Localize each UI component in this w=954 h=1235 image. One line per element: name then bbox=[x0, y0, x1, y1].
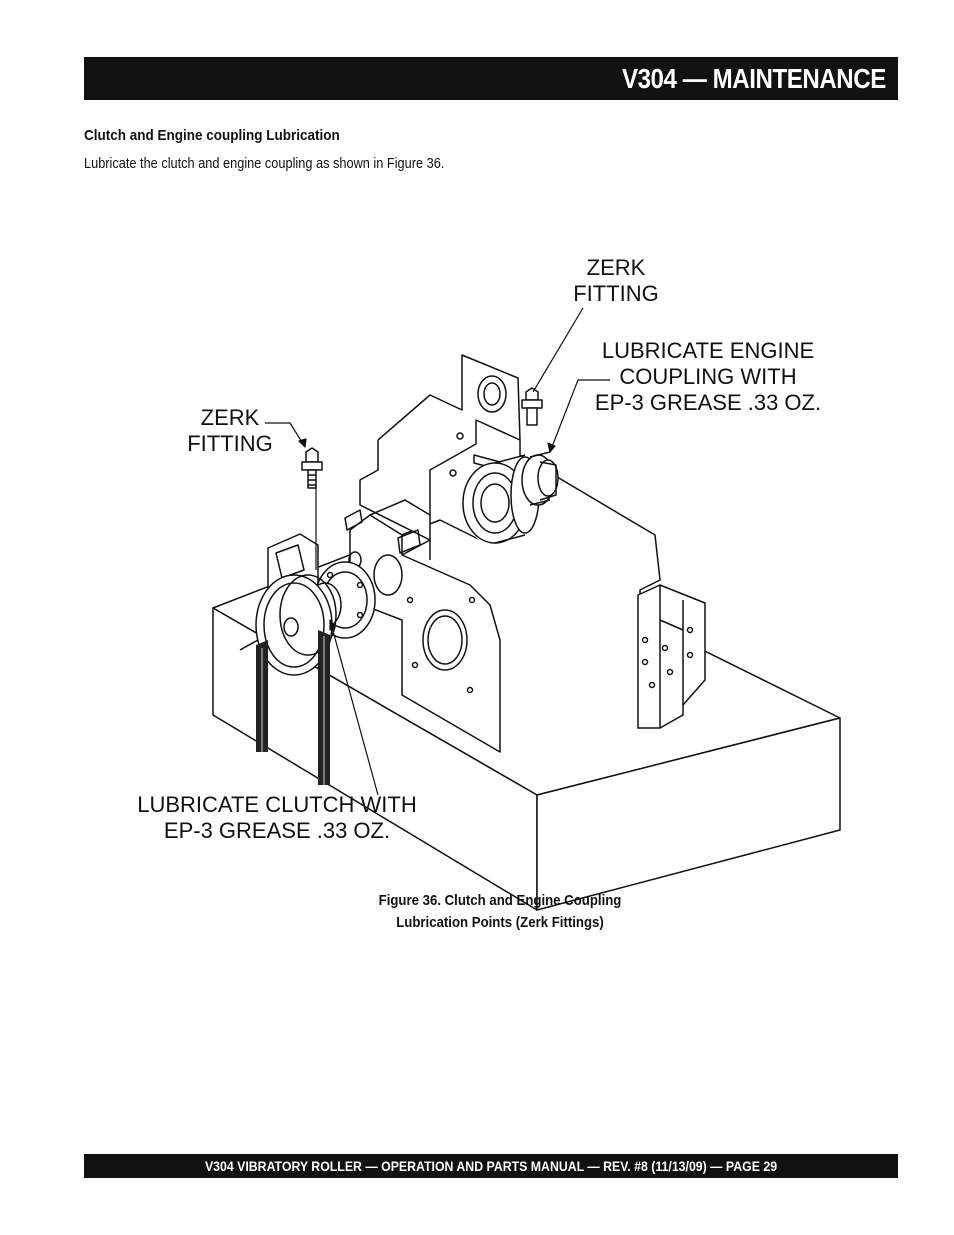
callout-line: EP-3 GREASE .33 OZ. bbox=[163, 818, 391, 843]
page-header-bar: V304 — MAINTENANCE bbox=[84, 57, 898, 100]
engine-coupling bbox=[462, 451, 559, 544]
page-footer-text: V304 VIBRATORY ROLLER — OPERATION AND PA… bbox=[204, 1158, 778, 1174]
page-title: V304 — MAINTENANCE bbox=[622, 63, 886, 94]
section-body-text: Lubricate the clutch and engine coupling… bbox=[84, 156, 445, 172]
figure-caption-line: Lubrication Points (Zerk Fittings) bbox=[396, 914, 604, 931]
figure-caption: Figure 36. Clutch and Engine Coupling Lu… bbox=[300, 890, 700, 934]
callout-line: LUBRICATE CLUTCH WITH bbox=[137, 792, 417, 817]
callout-clutch: LUBRICATE CLUTCH WITH EP-3 GREASE .33 OZ… bbox=[127, 792, 427, 844]
callout-leaders bbox=[265, 307, 610, 796]
callout-line: COUPLING WITH bbox=[619, 364, 797, 389]
callout-line: FITTING bbox=[573, 281, 659, 306]
zerk-fitting-icon-top bbox=[521, 387, 543, 426]
callout-zerk-left: ZERK FITTING bbox=[184, 405, 276, 457]
callout-line: LUBRICATE ENGINE bbox=[601, 338, 815, 363]
callout-line: FITTING bbox=[187, 431, 273, 456]
callout-zerk-top: ZERK FITTING bbox=[570, 255, 662, 307]
callout-line: ZERK bbox=[586, 255, 646, 280]
right-bracket bbox=[637, 584, 706, 729]
callout-engine-coupling: LUBRICATE ENGINE COUPLING WITH EP-3 GREA… bbox=[586, 338, 830, 416]
figure-caption-line: Figure 36. Clutch and Engine Coupling bbox=[378, 892, 622, 909]
page-footer-bar: V304 VIBRATORY ROLLER — OPERATION AND PA… bbox=[84, 1154, 898, 1178]
zerk-fitting-icon-left bbox=[301, 447, 323, 489]
callout-line: ZERK bbox=[200, 405, 260, 430]
clutch-pulley bbox=[255, 561, 376, 676]
callout-line: EP-3 GREASE .33 OZ. bbox=[594, 390, 822, 415]
section-heading: Clutch and Engine coupling Lubrication bbox=[84, 127, 340, 144]
